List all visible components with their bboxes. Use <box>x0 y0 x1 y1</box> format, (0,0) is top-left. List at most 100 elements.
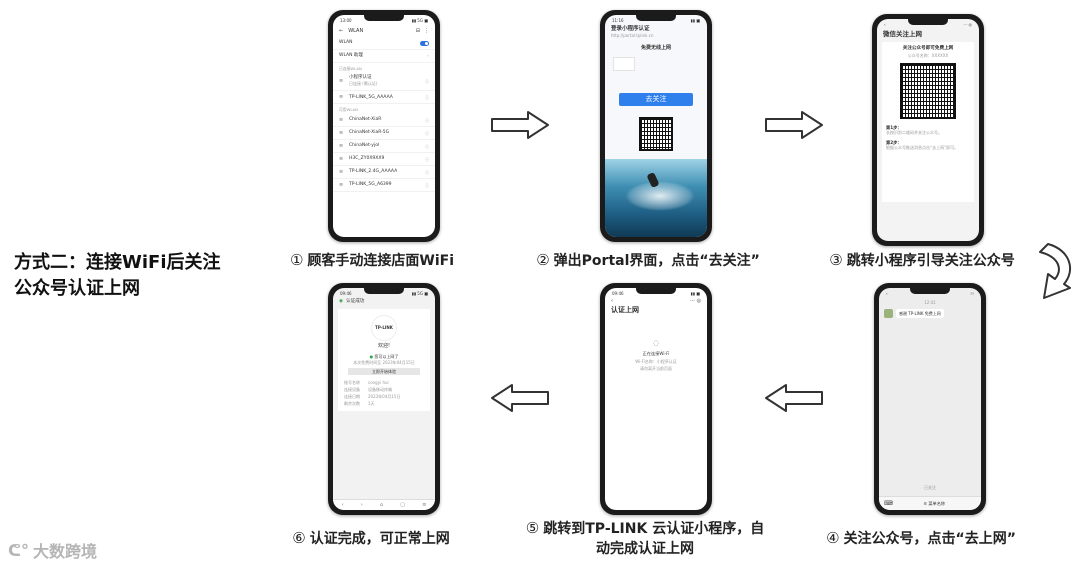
back-arrow-icon[interactable]: ← <box>339 28 344 34</box>
phone-screen: 09:46▮▮ ■ ‹ ⋯ ◎ 认证上网 ◌ 正在连接Wi-Fi Wi-Fi名称… <box>605 288 707 510</box>
phone-notch <box>908 19 948 25</box>
wlan-toggle-row[interactable]: WLAN <box>333 37 435 50</box>
info-icon[interactable]: ⓘ <box>425 94 429 100</box>
detail-row: 连接设备设备移动终端 <box>342 386 426 393</box>
info-icon[interactable]: ⓘ <box>425 78 429 84</box>
more-icon[interactable]: ⋮ <box>424 28 429 34</box>
method-title: 方式二：连接WiFi后关注公众号认证上网 <box>14 252 221 299</box>
loading-spinner-icon: ◌ <box>652 339 660 347</box>
nav-back-icon[interactable]: ‹ <box>341 501 344 508</box>
network-name: H3C_ZY0X9XX9 <box>349 156 385 162</box>
step-number: ⑥ <box>292 529 306 547</box>
wlan-assistant-row[interactable]: WLAN 助理 › <box>333 50 435 63</box>
arrow-right-icon <box>491 111 549 139</box>
info-icon[interactable]: ⓘ <box>425 143 429 149</box>
menu-item[interactable]: ≡ 菜单名称 <box>923 500 946 506</box>
step1-text: 长按识别二维码并关注公众号。 <box>886 130 942 136</box>
chat-bubble[interactable]: 感谢 TP-LINK 免费上网 <box>896 309 944 318</box>
detail-key: 剩余次数 <box>344 400 360 406</box>
qr-code <box>639 117 673 151</box>
step-text: 顾客手动连接店面WiFi <box>307 253 455 269</box>
detail-key: 账号名称 <box>344 379 360 385</box>
portal-url: http://portal.tplink.cn <box>611 32 654 38</box>
success-card: TP-LINK 欢迎! ● 您可以上网了 本次免费时间至 2023年04月15日… <box>338 308 430 411</box>
back-arrow-icon[interactable]: ‹ <box>886 290 888 296</box>
portal-title: 登录小程序认证 <box>611 26 650 32</box>
network-name: ChinaNet-XiaR-5G <box>349 130 390 136</box>
subscribed-label: 已关注 <box>924 485 936 490</box>
phone-auth-success: 09:46▮▮ 5G ■ ◉ 认证成功 TP-LINK 欢迎! ● 您可以上网了… <box>328 283 440 515</box>
network-sub: 已连接 (需认证) <box>349 80 378 86</box>
profile-icon[interactable]: ⚇ <box>970 290 974 296</box>
tplink-logo: TP-LINK <box>371 314 397 341</box>
watermark-logo-icon: ᕦ° <box>8 540 30 560</box>
guide-heading: 关注公众号即可免费上网 <box>902 46 954 52</box>
detail-value: 设备移动终端 <box>368 386 392 392</box>
wifi-icon: ≋ <box>339 156 344 163</box>
nav-menu-icon[interactable]: ≡ <box>422 501 427 508</box>
nav-forward-icon[interactable]: › <box>360 501 363 508</box>
capsule-menu-icon[interactable]: ⋯ ◎ <box>963 21 972 27</box>
status-text: 您可以上网了 <box>374 353 399 359</box>
tplink-logo-text: TP-LINK <box>375 325 393 331</box>
network-item[interactable]: ≋ H3C_ZY0X9XX9 ⓘ <box>333 153 435 167</box>
loading-text: 正在连接Wi-Fi <box>642 350 670 356</box>
keyboard-icon[interactable]: ⌨ <box>884 499 893 507</box>
phone-screen: 11:16▮▮ ■ 登录小程序认证 http://portal.tplink.c… <box>605 15 707 237</box>
network-item-connected[interactable]: ≋ 小程序认证已连接 (需认证) ⓘ <box>333 72 435 92</box>
follow-button[interactable]: 去关注 <box>619 93 693 106</box>
qr-scan-icon[interactable]: ⊟ <box>415 28 420 34</box>
success-header: 认证成功 <box>346 299 365 304</box>
step-text: 跳转小程序引导关注公众号 <box>846 253 1015 269</box>
network-name: TP-LINK_5G_AAAAA <box>349 94 393 100</box>
phone-notch <box>636 15 676 21</box>
arrow-left-icon <box>491 384 549 412</box>
wifi-icon: ≋ <box>339 169 344 176</box>
info-icon[interactable]: ⓘ <box>425 117 429 123</box>
phone-official-account: ‹⚇ 12:41 感谢 TP-LINK 免费上网 已关注 ⌨ ≡ 菜单名称 <box>874 283 986 515</box>
available-section-header: 可用WLAN <box>339 107 358 113</box>
info-icon[interactable]: ⓘ <box>425 156 429 162</box>
info-icon[interactable]: ⓘ <box>425 130 429 136</box>
account-avatar <box>884 309 893 318</box>
start-button[interactable]: 立即开始体验 <box>348 367 420 375</box>
info-icon[interactable]: ⓘ <box>425 182 429 188</box>
step-text: 认证完成，可正常上网 <box>309 531 450 547</box>
network-item[interactable]: ≋ TP-LINK_5G_AAAAA ⓘ <box>333 91 435 105</box>
step-number: ③ <box>829 251 843 269</box>
wlan-toggle[interactable] <box>420 40 429 46</box>
phone-auth-loading: 09:46▮▮ ■ ‹ ⋯ ◎ 认证上网 ◌ 正在连接Wi-Fi Wi-Fi名称… <box>600 283 712 515</box>
capsule-menu-icon[interactable]: ⋯ ◎ <box>690 298 701 304</box>
back-arrow-icon[interactable]: ‹ <box>884 21 886 27</box>
auth-title: 认证上网 <box>611 306 639 315</box>
phone-notch <box>364 15 404 21</box>
info-icon[interactable]: ⓘ <box>425 169 429 175</box>
arrow-left-icon <box>765 384 823 412</box>
connected-section-header: 已连接WLAN <box>339 65 362 71</box>
browser-nav-bar: ‹ › ⌂ ▢ ≡ <box>333 499 435 510</box>
phone-notch <box>364 288 404 294</box>
chevron-right-icon: › <box>427 53 429 59</box>
portal-logo <box>613 57 635 71</box>
step2-text: 根据公众号推送消息点击“去上网”即可。 <box>886 145 959 151</box>
stay-line: 请勿离开当前页面 <box>640 366 672 371</box>
guide-card: 关注公众号即可免费上网 公众号名称：XXXXXX 第1步： 长按识别二维码并关注… <box>882 42 974 203</box>
welcome-text: 欢迎! <box>377 342 390 349</box>
bottom-menu-bar: ⌨ ≡ 菜单名称 <box>879 496 981 510</box>
nav-tabs-icon[interactable]: ▢ <box>400 501 406 508</box>
wifi-name-line: Wi-Fi名称：小程序认证 <box>635 359 677 364</box>
nav-home-icon[interactable]: ⌂ <box>379 501 384 508</box>
wlan-toggle-label: WLAN <box>339 40 353 46</box>
guide-sub: 公众号名称：XXXXXX <box>907 52 949 58</box>
back-arrow-icon[interactable]: ‹ <box>611 298 613 304</box>
chat-message-row: 感谢 TP-LINK 免费上网 <box>879 305 981 322</box>
